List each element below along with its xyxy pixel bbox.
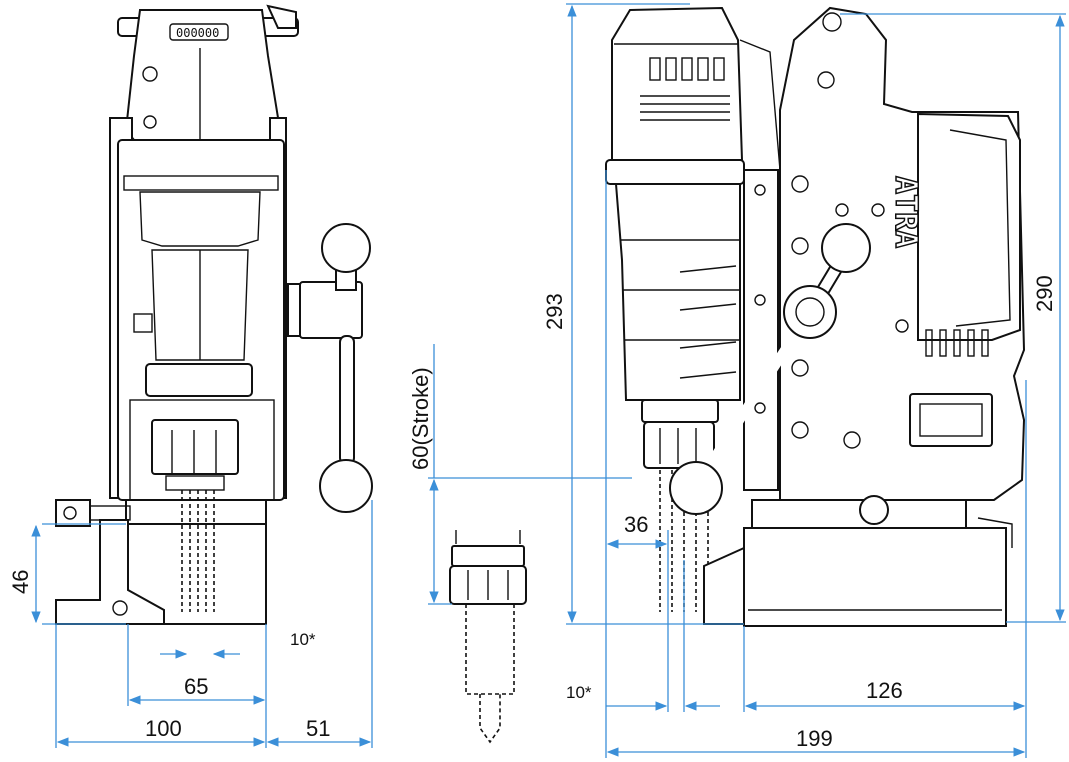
side-switch (909, 393, 993, 447)
front-offset-10-label: 10* (290, 630, 316, 649)
side-base-126-label: 126 (866, 678, 903, 703)
front-foot (55, 519, 165, 625)
front-height-46-label: 46 (8, 570, 33, 594)
front-handle-block (299, 281, 363, 339)
front-bracket (55, 499, 91, 527)
side-collar (641, 399, 719, 423)
front-base-top (125, 499, 267, 525)
detail-collar (451, 545, 525, 567)
side-chuck (643, 421, 715, 469)
side-dimensions (566, 3, 1066, 758)
front-chuck (151, 419, 239, 475)
side-lever-knob-top (821, 223, 871, 273)
atra-logo-text: ATRA (888, 176, 923, 248)
front-handle-knob-bottom (319, 459, 373, 513)
side-lever-knob-bottom (669, 461, 723, 515)
side-base-top (751, 499, 967, 529)
front-handle-knob-top (321, 223, 371, 273)
side-slide-rail (743, 169, 779, 491)
stroke-dimension (428, 344, 632, 605)
side-height-290-label: 290 (1032, 275, 1057, 312)
side-view: ATRA (605, 6, 1026, 627)
side-height-293-label: 293 (542, 293, 567, 330)
side-foot (703, 546, 745, 625)
front-width-65-label: 65 (184, 674, 208, 699)
side-lever-hub (783, 285, 837, 339)
front-view: 000000 (55, 4, 373, 625)
side-offset-10-label: 10* (566, 683, 592, 702)
stroke-60-label: 60(Stroke) (408, 367, 433, 470)
side-lever (695, 307, 815, 485)
stroke-detail (449, 530, 527, 744)
side-total-199-label: 199 (796, 726, 833, 751)
side-motor-top (611, 6, 744, 161)
side-motor-band (605, 159, 745, 185)
front-dimensions (31, 500, 373, 748)
front-width-100-label: 100 (145, 716, 182, 741)
front-badge-text: 000000 (176, 26, 219, 40)
front-collar (145, 363, 253, 397)
side-offset-36-label: 36 (624, 512, 648, 537)
side-magnet-base (743, 527, 1007, 627)
front-handle-rod (339, 335, 355, 465)
side-power-box (917, 112, 1021, 341)
front-handle-51-label: 51 (306, 716, 330, 741)
side-motor-body (614, 183, 741, 401)
front-top-tab (266, 4, 297, 29)
